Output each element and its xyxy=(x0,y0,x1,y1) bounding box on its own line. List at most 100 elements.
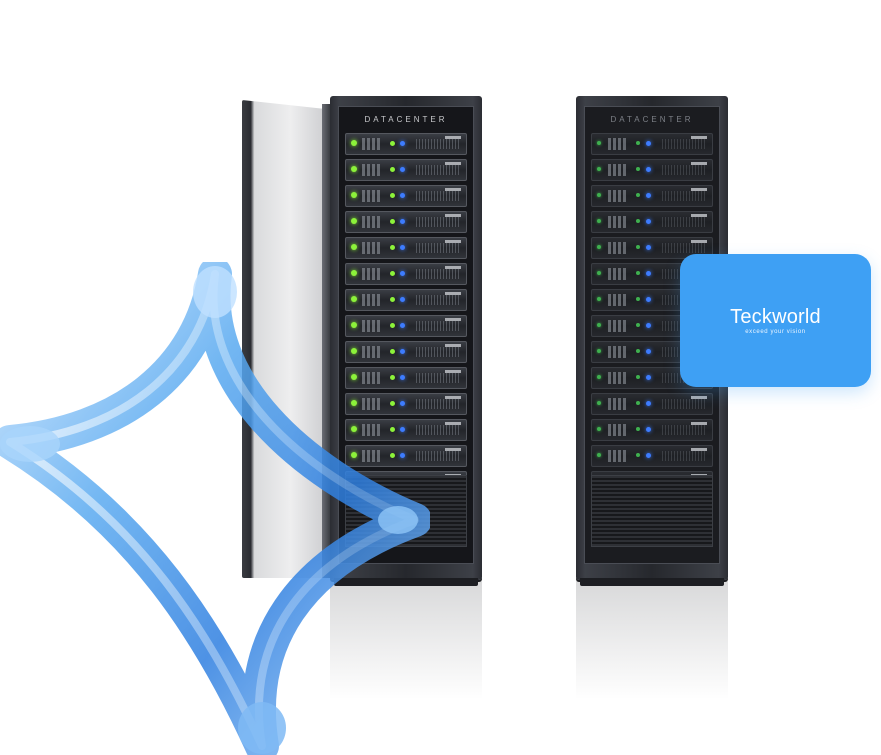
unit-tag xyxy=(691,422,707,425)
activity-led xyxy=(400,323,405,328)
server-unit xyxy=(345,237,467,259)
drive-vent xyxy=(416,139,460,149)
power-led xyxy=(351,270,357,276)
drive-vent xyxy=(416,269,460,279)
unit-tag xyxy=(445,448,461,451)
unit-tag xyxy=(445,136,461,139)
drive-vent xyxy=(416,347,460,357)
activity-led xyxy=(646,401,651,406)
status-led xyxy=(636,401,640,405)
power-led xyxy=(351,374,357,380)
power-led xyxy=(351,400,357,406)
rack-reflection xyxy=(330,580,482,700)
unit-tag xyxy=(445,162,461,165)
activity-led xyxy=(646,297,651,302)
status-led xyxy=(636,349,640,353)
server-unit xyxy=(591,445,713,467)
server-unit xyxy=(345,159,467,181)
power-led xyxy=(351,192,357,198)
usb-ports xyxy=(608,320,628,332)
drive-vent xyxy=(662,165,706,175)
power-led xyxy=(351,218,357,224)
power-led xyxy=(597,323,601,327)
server-unit xyxy=(591,419,713,441)
rack-door-edge xyxy=(322,104,332,578)
status-led xyxy=(390,453,395,458)
power-led xyxy=(351,452,357,458)
usb-ports xyxy=(362,190,382,202)
drive-vent xyxy=(416,425,460,435)
server-unit xyxy=(345,211,467,233)
power-led xyxy=(351,322,357,328)
unit-tag xyxy=(445,318,461,321)
drive-vent xyxy=(662,243,706,253)
activity-led xyxy=(646,323,651,328)
activity-led xyxy=(646,219,651,224)
activity-led xyxy=(400,297,405,302)
status-led xyxy=(636,453,640,457)
status-led xyxy=(636,427,640,431)
brand-logo-text: Teckworld xyxy=(730,306,821,328)
server-units xyxy=(591,133,713,497)
usb-ports xyxy=(362,372,382,384)
power-led xyxy=(597,349,601,353)
rack-interior: DATACENTER xyxy=(338,106,474,564)
status-led xyxy=(636,219,640,223)
server-unit xyxy=(345,367,467,389)
server-unit xyxy=(591,185,713,207)
status-led xyxy=(636,141,640,145)
power-led xyxy=(597,453,601,457)
drive-vent xyxy=(416,373,460,383)
unit-tag xyxy=(445,266,461,269)
server-unit xyxy=(345,315,467,337)
usb-ports xyxy=(608,372,628,384)
drive-vent xyxy=(416,243,460,253)
usb-ports xyxy=(608,424,628,436)
power-led xyxy=(351,244,357,250)
usb-ports xyxy=(362,320,382,332)
status-led xyxy=(636,271,640,275)
server-unit xyxy=(591,393,713,415)
usb-ports xyxy=(608,294,628,306)
power-led xyxy=(597,193,601,197)
server-unit xyxy=(591,237,713,259)
status-led xyxy=(636,297,640,301)
activity-led xyxy=(400,349,405,354)
usb-ports xyxy=(362,294,382,306)
server-unit xyxy=(345,341,467,363)
drive-vent xyxy=(662,399,706,409)
power-led xyxy=(597,427,601,431)
activity-led xyxy=(400,141,405,146)
power-led xyxy=(597,375,601,379)
rack-label: DATACENTER xyxy=(610,115,694,124)
server-unit xyxy=(591,159,713,181)
usb-ports xyxy=(362,268,382,280)
power-led xyxy=(597,141,601,145)
status-led xyxy=(390,349,395,354)
rack-reflection xyxy=(576,580,728,700)
status-led xyxy=(390,401,395,406)
usb-ports xyxy=(608,450,628,462)
status-led xyxy=(636,245,640,249)
status-led xyxy=(390,375,395,380)
status-led xyxy=(390,427,395,432)
unit-tag xyxy=(691,136,707,139)
activity-led xyxy=(400,245,405,250)
activity-led xyxy=(646,453,651,458)
glass-star-decoration xyxy=(0,262,430,755)
status-led xyxy=(390,271,395,276)
rack-door-open xyxy=(242,100,330,578)
unit-tag xyxy=(691,448,707,451)
unit-tag xyxy=(691,188,707,191)
unit-tag xyxy=(445,396,461,399)
usb-ports xyxy=(362,398,382,410)
activity-led xyxy=(400,193,405,198)
drive-vent xyxy=(416,191,460,201)
rack-vent-grille xyxy=(591,475,713,547)
unit-tag xyxy=(445,214,461,217)
activity-led xyxy=(400,219,405,224)
activity-led xyxy=(646,427,651,432)
power-led xyxy=(351,140,357,146)
activity-led xyxy=(400,427,405,432)
